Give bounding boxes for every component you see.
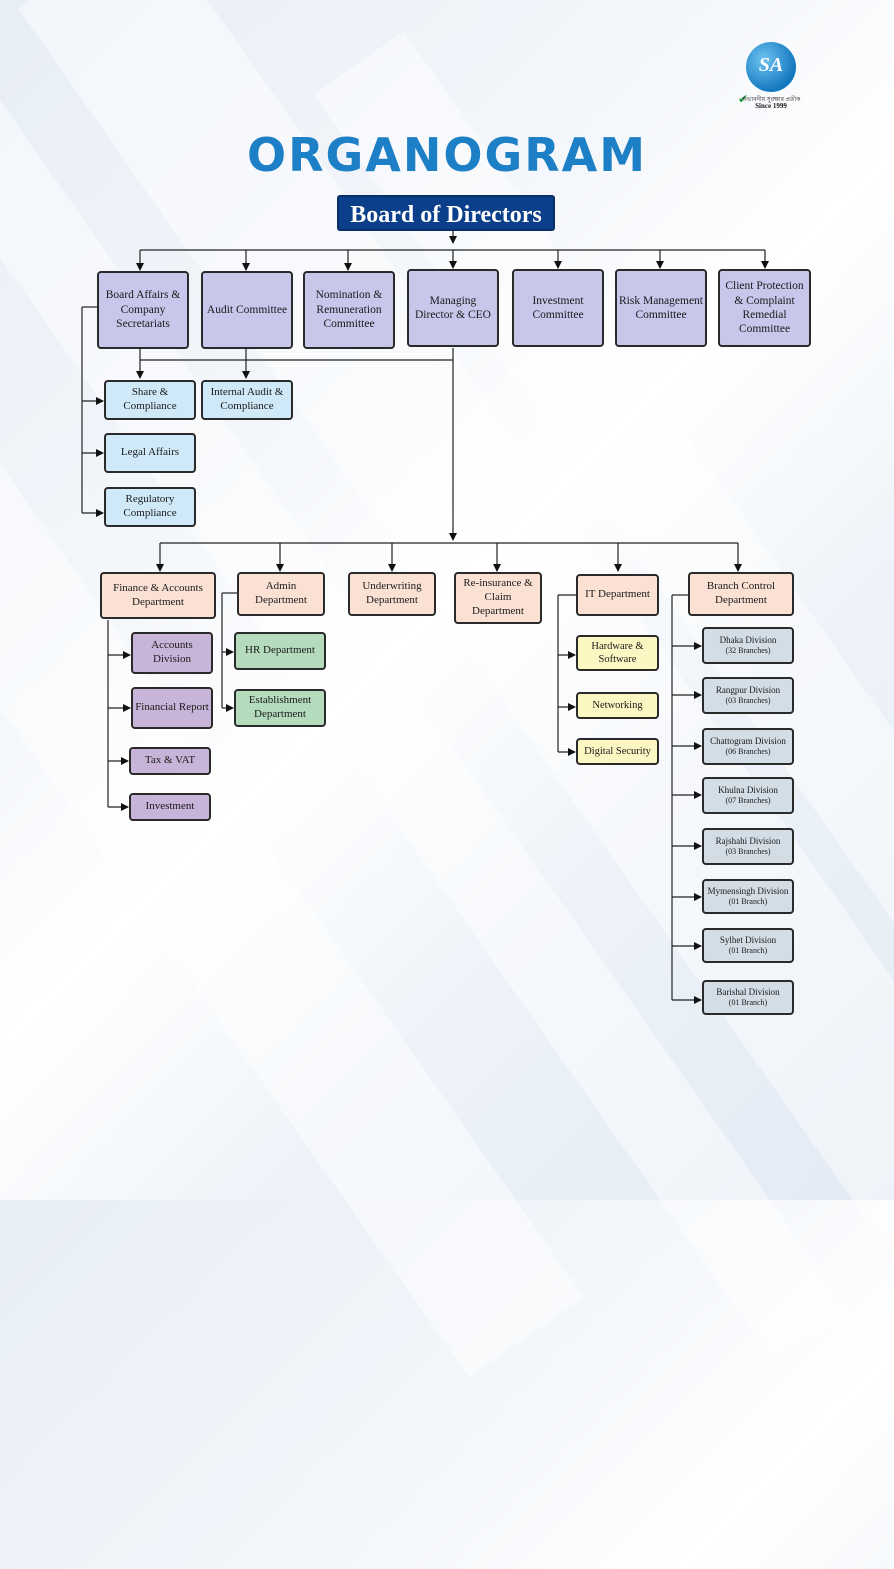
committee-client-protection: Client Protection & Complaint Remedial C… <box>718 269 811 347</box>
logo-tagline: অভাবনীয় সুরক্ষার প্রতীক <box>741 97 801 103</box>
division-name: Rangpur Division <box>715 684 781 695</box>
regulatory-compliance-box: Regulatory Compliance <box>104 487 196 527</box>
it-child-networking: Networking <box>576 692 659 719</box>
admin-child-establishment: Establishment Department <box>234 689 326 727</box>
connector-lines <box>81 231 769 1004</box>
share-compliance-box: Share & Compliance <box>104 380 196 420</box>
finance-child-financial-report: Financial Report <box>131 687 213 729</box>
logo-text: SA <box>758 54 784 76</box>
committee-investment: Investment Committee <box>512 269 604 347</box>
branch-division: Barishal Division(01 Branch) <box>702 980 794 1015</box>
branch-division: Khulna Division(07 Branches) <box>702 777 794 814</box>
division-count: (03 Branches) <box>725 847 771 857</box>
finance-child-investment: Investment <box>129 793 211 821</box>
department-admin: Admin Department <box>237 572 325 616</box>
committee-risk-management: Risk Management Committee <box>615 269 707 347</box>
department-finance-accounts: Finance & Accounts Department <box>100 572 216 619</box>
division-name: Khulna Division <box>718 784 778 795</box>
division-name: Mymensingh Division <box>707 885 789 896</box>
department-it: IT Department <box>576 574 659 616</box>
division-count: (01 Branch) <box>728 998 768 1008</box>
finance-child-tax-vat: Tax & VAT <box>129 747 211 775</box>
division-count: (03 Branches) <box>725 696 771 706</box>
division-count: (32 Branches) <box>725 646 771 656</box>
department-reinsurance-claim: Re-insurance & Claim Department <box>454 572 542 624</box>
branch-division: Mymensingh Division(01 Branch) <box>702 879 794 914</box>
committee-audit: Audit Committee <box>201 271 293 349</box>
division-name: Dhaka Division <box>719 634 777 645</box>
branch-division: Rajshahi Division(03 Branches) <box>702 828 794 865</box>
internal-audit-box: Internal Audit & Compliance <box>201 380 293 420</box>
branch-division: Sylhet Division(01 Branch) <box>702 928 794 963</box>
division-count: (07 Branches) <box>725 796 771 806</box>
committee-nomination: Nomination & Remuneration Committee <box>303 271 395 349</box>
company-logo: SA ✔ অভাবনীয় সুরক্ষার প্রতীক Since 1999 <box>738 42 804 118</box>
division-name: Chattogram Division <box>710 735 786 746</box>
department-branch-control: Branch Control Department <box>688 572 794 616</box>
globe-icon <box>746 42 796 92</box>
legal-affairs-box: Legal Affairs <box>104 433 196 473</box>
logo-since: Since 1999 <box>755 102 787 110</box>
branch-division: Dhaka Division(32 Branches) <box>702 627 794 664</box>
managing-director-ceo: Managing Director & CEO <box>407 269 499 347</box>
department-underwriting: Underwriting Department <box>348 572 436 616</box>
branch-division: Chattogram Division(06 Branches) <box>702 728 794 765</box>
division-count: (01 Branch) <box>728 946 768 956</box>
division-name: Barishal Division <box>716 986 780 997</box>
division-count: (01 Branch) <box>728 897 768 907</box>
check-icon: ✔ <box>738 92 749 106</box>
page-title: ORGANOGRAM <box>246 128 648 182</box>
board-of-directors-box: Board of Directors <box>337 195 555 231</box>
it-child-digital-security: Digital Security <box>576 738 659 765</box>
committee-board-affairs: Board Affairs & Company Secretariats <box>97 271 189 349</box>
division-name: Rajshahi Division <box>715 835 781 846</box>
division-name: Sylhet Division <box>719 934 777 945</box>
it-child-hardware-software: Hardware & Software <box>576 635 659 671</box>
branch-division: Rangpur Division(03 Branches) <box>702 677 794 714</box>
finance-child-accounts-division: Accounts Division <box>131 632 213 674</box>
admin-child-hr: HR Department <box>234 632 326 670</box>
division-count: (06 Branches) <box>725 747 771 757</box>
